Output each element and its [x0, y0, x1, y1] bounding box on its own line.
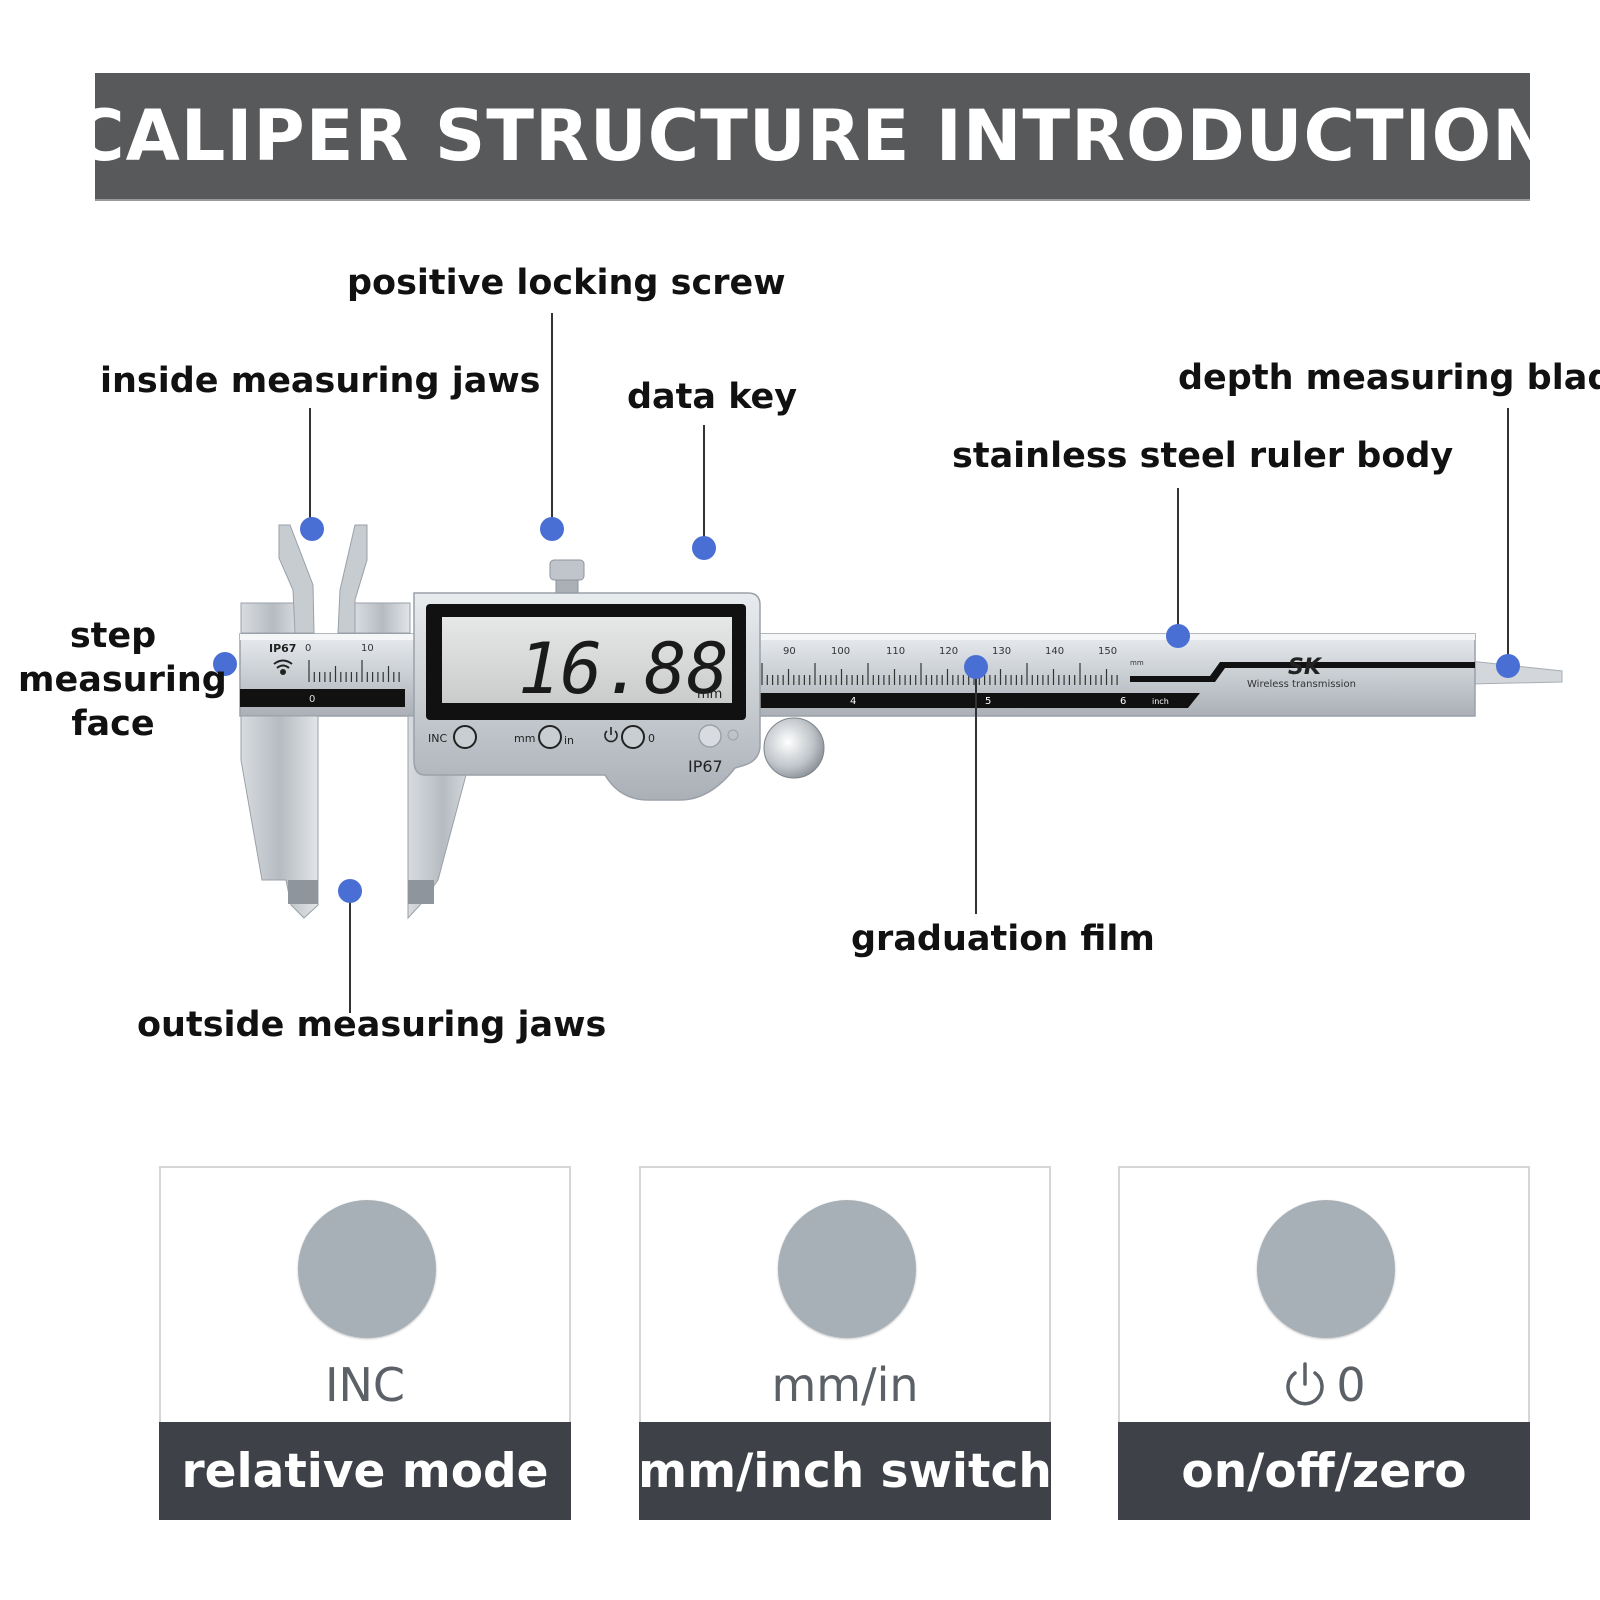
callout-step-line3: face [71, 703, 155, 744]
callout-step-line1: step [69, 616, 157, 656]
housing-mm-label: mm [514, 732, 535, 745]
button-panel-on-off-zero: 0 on/off/zero [1118, 1166, 1530, 1520]
page-title: CALIPER STRUCTURE INTRODUCTION [73, 95, 1552, 177]
power-icon [604, 727, 618, 743]
markers [213, 517, 1520, 903]
caption-bar: on/off/zero [1118, 1422, 1530, 1520]
callout-stainless-steel-ruler-body: stainless steel ruler body [952, 436, 1454, 476]
power-zero-symbol: 0 [1120, 1358, 1528, 1412]
brand-logo: SK Wireless transmission [1247, 655, 1356, 690]
inch-label-0: 0 [309, 694, 315, 705]
button-panel-relative-mode: INC relative mode [159, 1166, 571, 1520]
inch-label-6: 6 [1120, 696, 1126, 707]
callout-outside-measuring-jaws: outside measuring jaws [137, 1005, 607, 1045]
data-key-indicator [727, 729, 739, 741]
scale-unit-inch: inch [1152, 697, 1169, 706]
marker-ruler-body [1166, 624, 1190, 648]
mm-in-button[interactable] [538, 725, 562, 749]
button-panel-mm-inch-switch: mm/in mm/inch switch [638, 1166, 1052, 1520]
display-housing: 16.88 mm INC mm in 0 IP67 [413, 559, 825, 801]
scale-label-10: 10 [361, 643, 374, 654]
callout-step-measuring-face: step measuring face [18, 615, 227, 746]
scale-label-130: 130 [992, 646, 1011, 657]
wireless-text: Wireless transmission [1247, 679, 1356, 690]
fixed-jaw [240, 524, 319, 919]
caption-mm-inch-switch: mm/inch switch [638, 1443, 1052, 1499]
marker-locking-screw [540, 517, 564, 541]
inc-button-illustration [298, 1200, 436, 1338]
power-button-illustration [1257, 1200, 1395, 1338]
lcd-unit: mm [697, 687, 722, 702]
marker-depth-blade [1496, 654, 1520, 678]
marker-outside-jaws [338, 879, 362, 903]
power-icon [1286, 1362, 1325, 1406]
housing-zero-label: 0 [648, 732, 655, 745]
marker-step-face [213, 652, 237, 676]
inch-label-5: 5 [985, 696, 991, 707]
callout-depth-measuring-blade: depth measuring blade [1178, 358, 1600, 398]
housing-rating-label: IP67 [688, 757, 723, 776]
mm-in-symbol: mm/in [641, 1358, 1049, 1412]
callout-step-line2: measuring [18, 659, 227, 700]
data-key-button[interactable] [698, 724, 722, 748]
scale-label-0: 0 [305, 643, 311, 654]
beam-rating-label: IP67 [269, 642, 296, 655]
inch-label-4: 4 [850, 696, 856, 707]
scale-label-120: 120 [939, 646, 958, 657]
mm-in-symbol-text: mm/in [771, 1358, 919, 1412]
callout-data-key: data key [627, 377, 798, 417]
callout-positive-locking-screw: positive locking screw [347, 263, 786, 303]
graduation-film [308, 660, 1118, 685]
caption-bar: relative mode [159, 1422, 571, 1520]
marker-graduation-film [964, 655, 988, 679]
inc-symbol: INC [161, 1358, 569, 1412]
leader-lines [309, 313, 1509, 1013]
inc-button[interactable] [453, 725, 477, 749]
caption-relative-mode: relative mode [181, 1443, 549, 1499]
callout-inside-measuring-jaws: inside measuring jaws [100, 361, 541, 401]
caption-bar: mm/inch switch [638, 1422, 1052, 1520]
inc-symbol-text: INC [324, 1358, 406, 1412]
title-banner: CALIPER STRUCTURE INTRODUCTION [73, 73, 1551, 201]
lcd-reading: 16.88 [518, 628, 729, 710]
scale-unit-mm: mm [1130, 659, 1144, 667]
thumb-wheel[interactable] [763, 717, 825, 779]
scale-label-90: 90 [783, 646, 796, 657]
housing-in-label: in [564, 734, 574, 747]
wireless-icon [273, 659, 293, 675]
mm-in-button-illustration [778, 1200, 916, 1338]
brand-logo-text: SK [1288, 655, 1323, 680]
scale-label-140: 140 [1045, 646, 1064, 657]
scale-label-150: 150 [1098, 646, 1117, 657]
zero-symbol-text: 0 [1336, 1358, 1366, 1412]
locking-screw [549, 559, 585, 594]
callout-graduation-film: graduation film [851, 919, 1155, 959]
marker-inside-jaws [300, 517, 324, 541]
scale-label-110: 110 [886, 646, 905, 657]
caption-on-off-zero: on/off/zero [1181, 1443, 1467, 1499]
marker-data-key [692, 536, 716, 560]
scale-label-100: 100 [831, 646, 850, 657]
housing-inc-label: INC [428, 732, 447, 745]
power-zero-button[interactable] [621, 725, 645, 749]
